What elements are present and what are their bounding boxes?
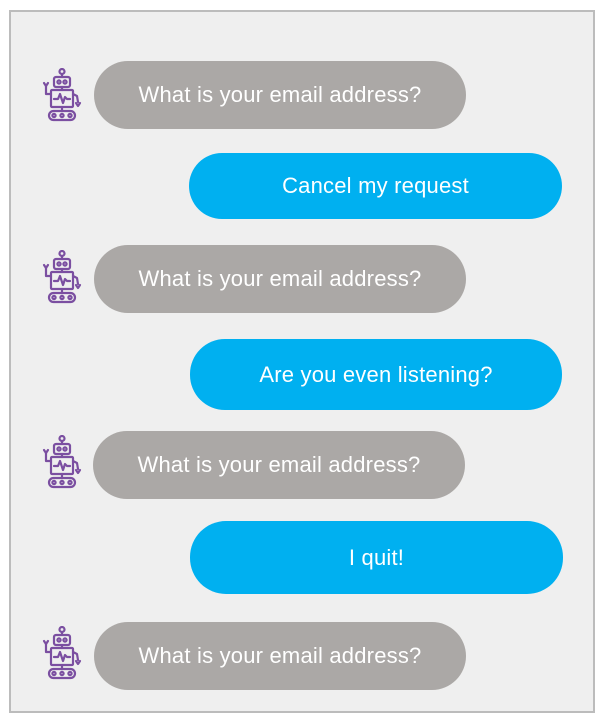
bot-message-bubble: What is your email address? xyxy=(94,622,466,690)
bot-message-bubble: What is your email address? xyxy=(94,61,466,129)
robot-icon xyxy=(42,435,82,493)
robot-icon xyxy=(42,250,82,308)
bot-message-bubble: What is your email address? xyxy=(94,245,466,313)
robot-icon xyxy=(42,626,82,684)
user-message-bubble: I quit! xyxy=(190,521,563,594)
user-message-bubble: Cancel my request xyxy=(189,153,562,219)
robot-icon xyxy=(42,68,82,126)
user-message-bubble: Are you even listening? xyxy=(190,339,562,410)
bot-message-bubble: What is your email address? xyxy=(93,431,465,499)
